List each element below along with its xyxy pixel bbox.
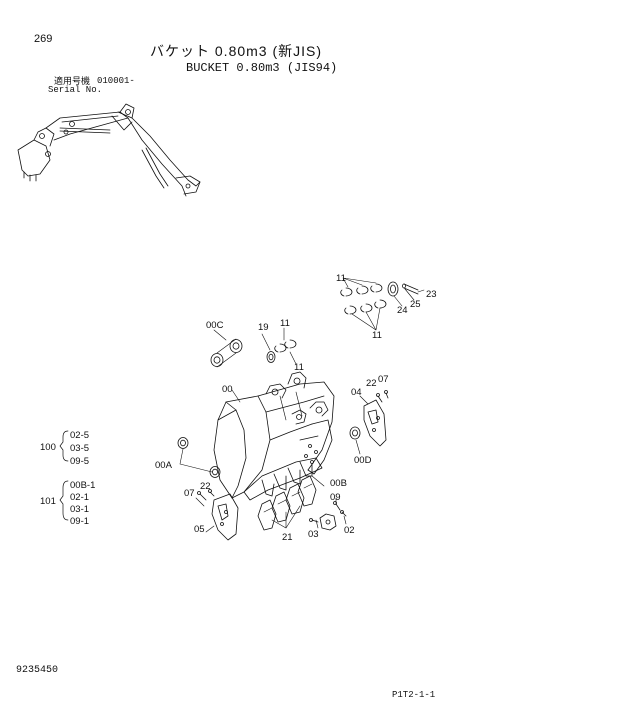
page-code: P1T2-1-1 <box>392 690 436 700</box>
tooth-pin-set <box>309 475 347 531</box>
side-cutter-right <box>349 390 389 455</box>
callout-02: 02 <box>344 525 355 536</box>
callout-03: 03 <box>308 529 319 540</box>
callout-07-left: 07 <box>184 488 195 499</box>
group-101-item: 03-1 <box>70 504 89 515</box>
callout-22-left: 22 <box>200 481 211 492</box>
callout-24: 24 <box>397 305 408 316</box>
excavator-arm-thumbnail <box>17 103 201 197</box>
callout-23: 23 <box>426 289 437 300</box>
callout-22-right: 22 <box>366 378 377 389</box>
serial-label-english: Serial No. <box>48 85 103 95</box>
group-101-parent: 101 <box>40 496 56 507</box>
group-100-item: 09-5 <box>70 456 89 467</box>
callout-11-mid-bottom: 11 <box>294 362 304 373</box>
serial-label-japanese: 適用号機 <box>54 76 91 86</box>
group-101-item: 09-1 <box>70 516 89 527</box>
callout-11-top-left: 11 <box>336 273 346 284</box>
pin-ring-assembly-upper <box>340 277 425 331</box>
page-title-japanese: バケット 0.80m3 (新JIS) <box>150 43 323 59</box>
callout-00c: 00C <box>206 320 224 331</box>
callout-21: 21 <box>282 532 293 543</box>
callout-19: 19 <box>258 322 269 333</box>
serial-number-value: 010001- <box>97 76 135 86</box>
group-100: 100 02-5 03-5 09-5 <box>40 430 89 467</box>
callout-25: 25 <box>410 299 421 310</box>
page-number: 269 <box>34 33 53 45</box>
side-cutter-left <box>177 437 239 541</box>
callout-11-bottom-right: 11 <box>372 330 382 341</box>
callout-07-right: 07 <box>378 374 389 385</box>
group-100-parent: 100 <box>40 442 56 453</box>
group-101-item: 02-1 <box>70 492 89 503</box>
callout-09: 09 <box>330 492 341 503</box>
bucket-body <box>213 371 335 501</box>
callout-labels: 11 11 23 24 25 00C 19 11 11 00 04 22 07 … <box>155 273 437 543</box>
callout-00b: 00B <box>330 478 347 489</box>
callout-00a: 00A <box>155 460 173 471</box>
group-101-item: 00B-1 <box>70 480 95 491</box>
callout-04: 04 <box>351 387 362 398</box>
group-100-item: 03-5 <box>70 443 89 454</box>
callout-00d: 00D <box>354 455 372 466</box>
callout-05: 05 <box>194 524 205 535</box>
bucket-teeth <box>257 475 317 531</box>
group-100-item: 02-5 <box>70 430 89 441</box>
page-title-english: BUCKET 0.80m3 (JIS94) <box>186 61 338 75</box>
callout-11-mid-top: 11 <box>280 318 290 329</box>
pin-bushing-set <box>210 327 297 368</box>
callout-00: 00 <box>222 384 233 395</box>
document-number: 9235450 <box>16 665 59 676</box>
group-101: 101 00B-1 02-1 03-1 09-1 <box>40 480 95 527</box>
